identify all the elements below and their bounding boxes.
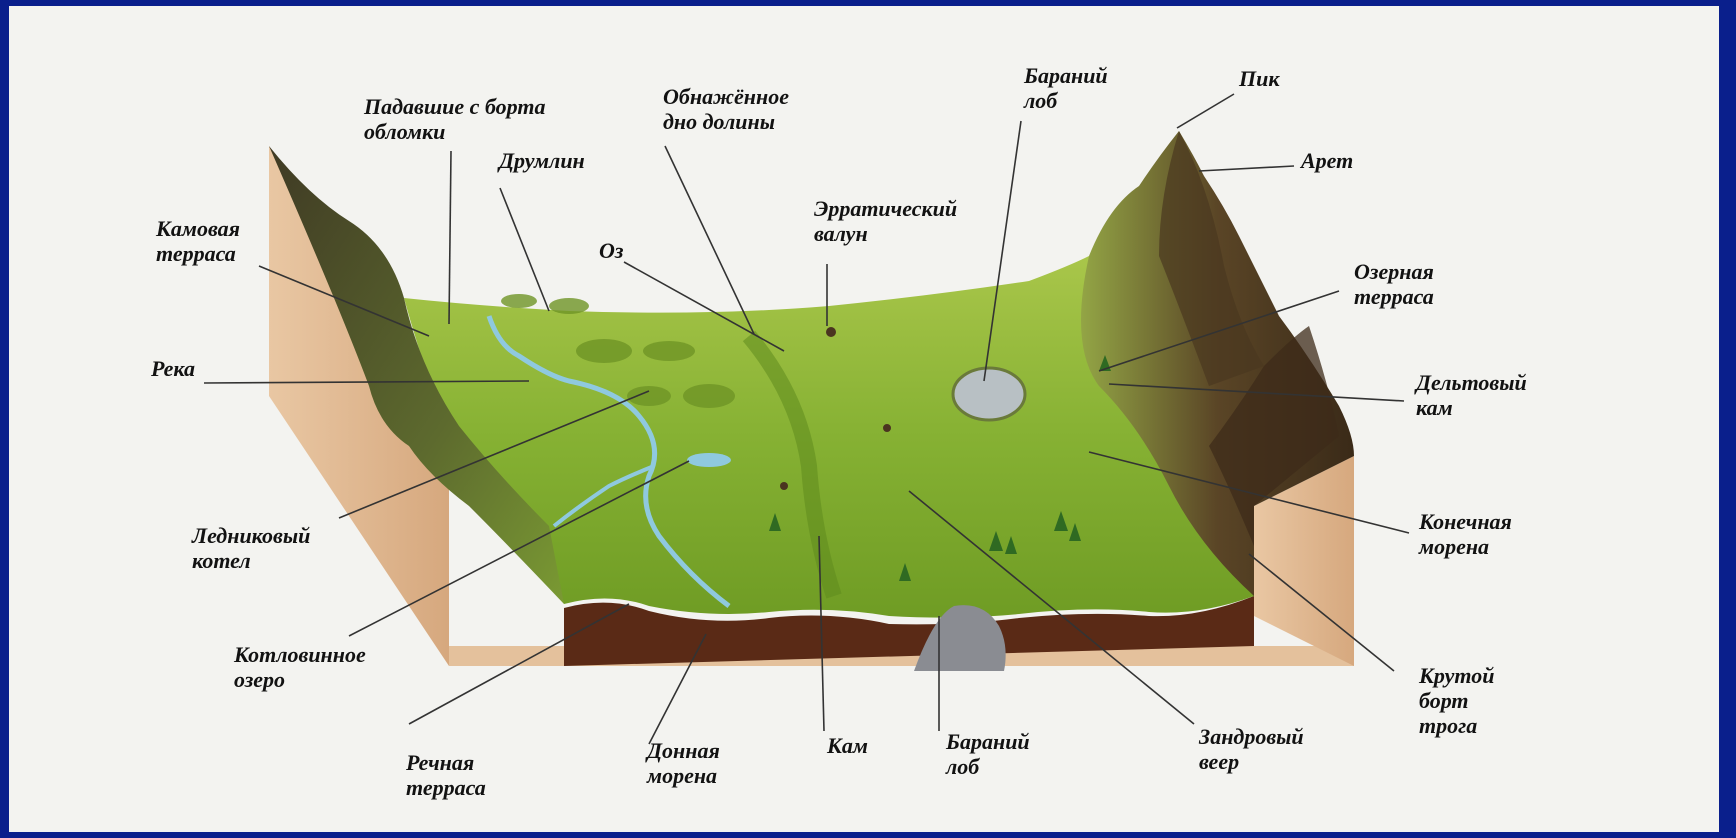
label-river-terrace: Речная терраса bbox=[406, 750, 486, 800]
roche-moutonnee-lake bbox=[953, 368, 1025, 420]
label-steep-trough-side: Крутой борт трога bbox=[1419, 663, 1494, 738]
diagram-frame: Падавшие с борта обломки Обнажённое дно … bbox=[9, 6, 1719, 832]
label-drumlin: Друмлин bbox=[499, 148, 585, 173]
label-esker: Оз bbox=[599, 238, 623, 263]
label-peak: Пик bbox=[1239, 66, 1280, 91]
label-lake-terrace: Озерная терраса bbox=[1354, 259, 1434, 309]
kettle-lake bbox=[687, 453, 731, 467]
label-outwash-fan: Зандровый веер bbox=[1199, 724, 1304, 774]
label-kame: Кам bbox=[827, 733, 868, 758]
label-kame-terrace: Камовая терраса bbox=[156, 216, 240, 266]
label-ground-moraine: Донная морена bbox=[647, 738, 720, 788]
label-erratic-boulder: Эрратический валун bbox=[814, 196, 957, 246]
label-roche-moutonnee-top: Бараний лоб bbox=[1024, 63, 1108, 113]
label-glacial-cirque: Ледниковый котел bbox=[192, 523, 310, 573]
label-arete: Арет bbox=[1301, 148, 1353, 173]
label-roche-moutonnee-bottom: Бараний лоб bbox=[946, 729, 1030, 779]
label-kettle-lake: Котловинное озеро bbox=[234, 642, 366, 692]
label-fallen-debris: Падавшие с борта обломки bbox=[364, 94, 545, 144]
label-river: Река bbox=[151, 356, 195, 381]
label-exposed-valley-floor: Обнажённое дно долины bbox=[663, 84, 789, 134]
label-delta-kame: Дельтовый кам bbox=[1416, 370, 1527, 420]
label-terminal-moraine: Конечная морена bbox=[1419, 509, 1512, 559]
